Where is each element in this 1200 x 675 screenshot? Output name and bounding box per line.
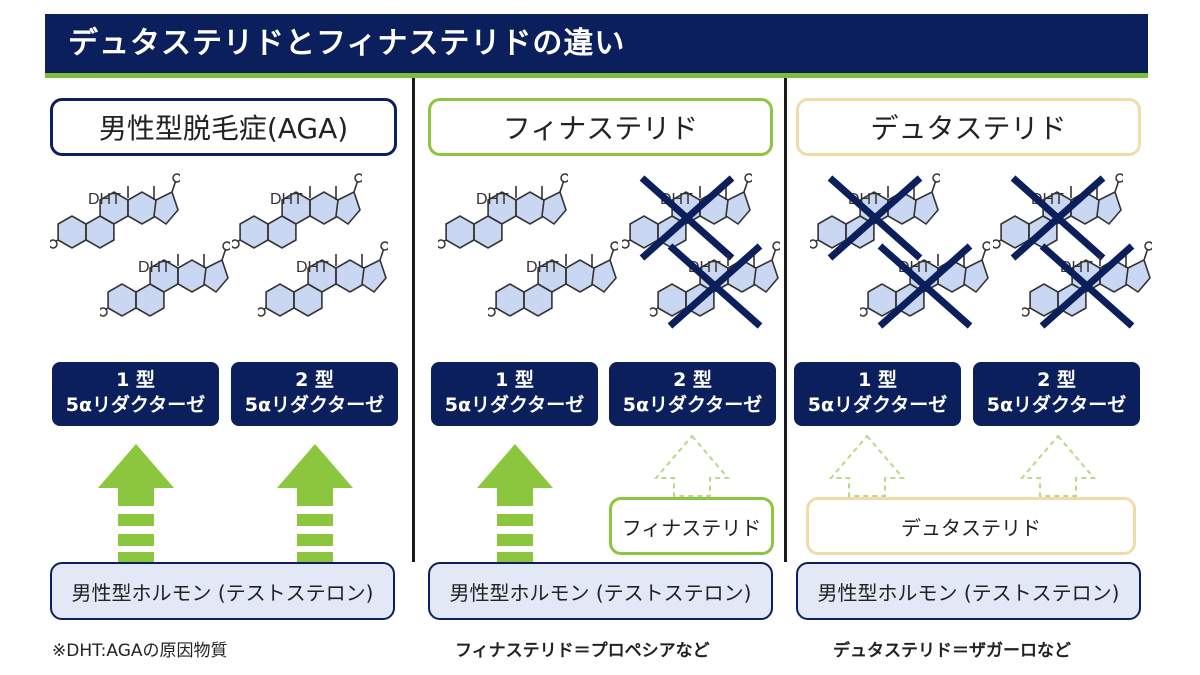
enzyme-name-label: 5αリダクターゼ	[65, 394, 206, 416]
aga-dht-molecule-icon: DHT	[47, 170, 182, 265]
title-underline	[45, 73, 1148, 78]
svg-text:DHT: DHT	[88, 191, 121, 208]
enzyme-type-label: 2 型	[673, 369, 712, 391]
column-divider-right	[784, 78, 787, 562]
finasteride-dht-molecule-icon: DHT	[485, 238, 620, 333]
page-title: デュタステリドとフィナステリドの違い	[68, 26, 626, 61]
dutasteride-enzyme-type2: 2 型 5αリダクターゼ	[973, 362, 1140, 426]
svg-text:DHT: DHT	[296, 259, 329, 276]
enzyme-type-label: 1 型	[858, 369, 897, 391]
aga-label-box: 男性型脱毛症(AGA)	[50, 98, 397, 156]
aga-footnote: ※DHT:AGAの原因物質	[52, 641, 228, 661]
enzyme-name-label: 5αリダクターゼ	[622, 394, 763, 416]
dutasteride-dht-molecule-blocked-icon: DHT	[990, 170, 1125, 265]
enzyme-type-label: 2 型	[1037, 369, 1076, 391]
aga-enzyme-type1: 1 型 5αリダクターゼ	[52, 362, 219, 426]
dutasteride-dht-molecule-blocked-icon: DHT	[1019, 238, 1154, 333]
aga-enzyme-type2: 2 型 5αリダクターゼ	[231, 362, 398, 426]
aga-dht-molecule-icon: DHT	[255, 238, 390, 333]
enzyme-name-label: 5αリダクターゼ	[444, 394, 585, 416]
dutasteride-label-box: デュタステリド	[796, 98, 1141, 156]
finasteride-dht-molecule-blocked-icon: DHT	[619, 170, 754, 265]
dutasteride-dht-molecule-blocked-icon: DHT	[857, 238, 992, 333]
finasteride-hormone-box: 男性型ホルモン (テストステロン)	[428, 562, 773, 620]
finasteride-drug-box: フィナステリド	[609, 497, 774, 555]
enzyme-name-label: 5αリダクターゼ	[986, 394, 1127, 416]
finasteride-label-box: フィナステリド	[428, 98, 773, 156]
solid-arrow-up-icon	[277, 444, 353, 562]
finasteride-enzyme-type2: 2 型 5αリダクターゼ	[609, 362, 776, 426]
enzyme-name-label: 5αリダクターゼ	[244, 394, 385, 416]
enzyme-name-label: 5αリダクターゼ	[807, 394, 948, 416]
solid-arrow-up-icon	[98, 444, 174, 562]
svg-text:DHT: DHT	[526, 259, 559, 276]
finasteride-dht-molecule-blocked-icon: DHT	[647, 238, 782, 333]
enzyme-type-label: 2 型	[295, 369, 334, 391]
aga-dht-molecule-icon: DHT	[229, 170, 364, 265]
finasteride-enzyme-type1: 1 型 5αリダクターゼ	[431, 362, 598, 426]
finasteride-dht-molecule-icon: DHT	[435, 170, 570, 265]
dutasteride-drug-box: デュタステリド	[806, 497, 1136, 555]
dutasteride-hormone-box: 男性型ホルモン (テストステロン)	[796, 562, 1141, 620]
aga-dht-molecule-icon: DHT	[97, 238, 232, 333]
column-divider-left	[412, 78, 415, 562]
title-banner	[45, 14, 1148, 73]
finasteride-footnote: フィナステリド＝プロペシアなど	[455, 641, 710, 661]
solid-arrow-up-icon	[477, 444, 553, 562]
svg-text:DHT: DHT	[270, 191, 303, 208]
dutasteride-dht-molecule-blocked-icon: DHT	[807, 170, 942, 265]
dutasteride-enzyme-type1: 1 型 5αリダクターゼ	[794, 362, 961, 426]
svg-text:DHT: DHT	[138, 259, 171, 276]
svg-text:DHT: DHT	[476, 191, 509, 208]
enzyme-type-label: 1 型	[495, 369, 534, 391]
aga-hormone-box: 男性型ホルモン (テストステロン)	[50, 562, 395, 620]
enzyme-type-label: 1 型	[116, 369, 155, 391]
dutasteride-footnote: デュタステリド＝ザガーロなど	[833, 641, 1071, 661]
